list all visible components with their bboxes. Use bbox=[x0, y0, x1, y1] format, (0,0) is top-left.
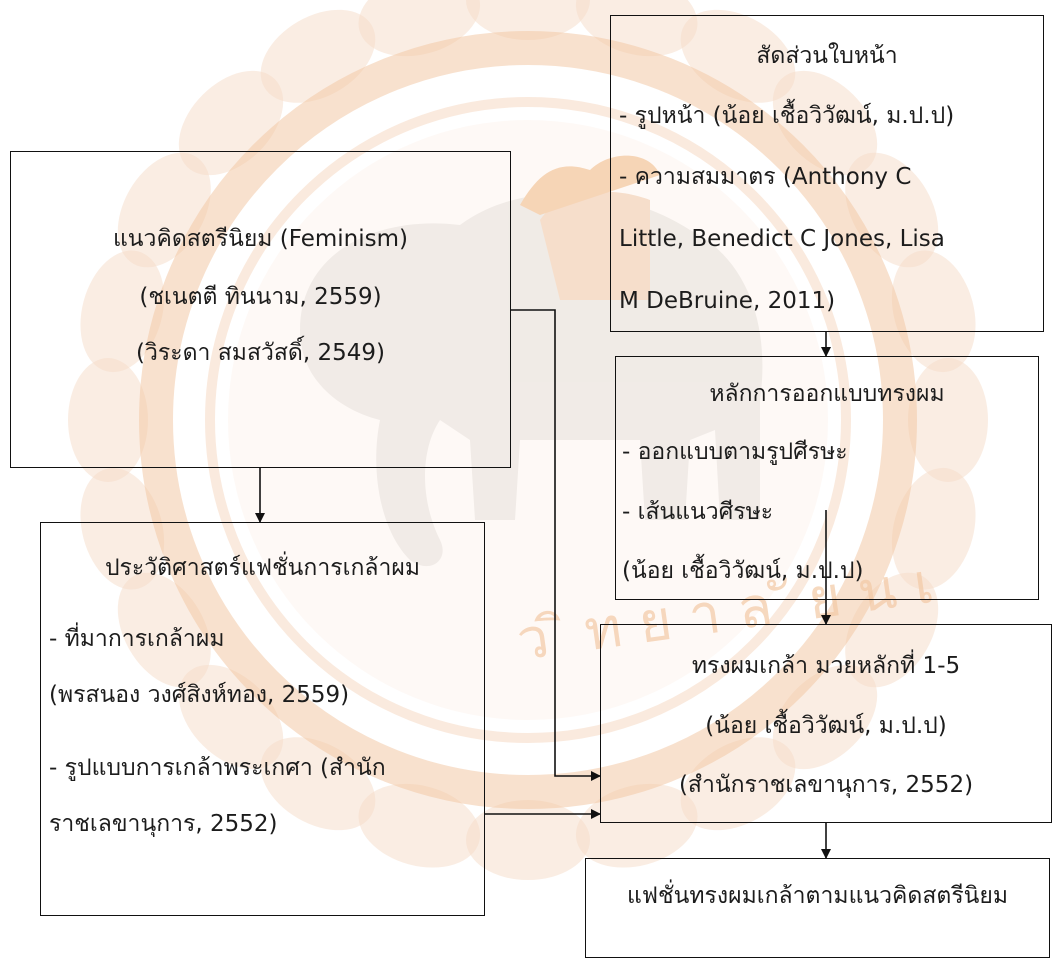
citation: ราชเลขานุการ, 2552) bbox=[49, 811, 278, 837]
seal-petal bbox=[575, 783, 698, 868]
citation: (น้อย เชื้อวิวัฒน์, ม.ป.ป) bbox=[622, 558, 864, 584]
university-seal-watermark: ว ิ ท ย า ล ั ย น เ bbox=[68, 0, 988, 880]
bullet-item: - ที่มาการเกล้าผม bbox=[49, 626, 225, 652]
box-title: ทรงผมเกล้า มวยหลักที่ 1-5 bbox=[691, 653, 961, 679]
arrow-feminism-to-updo bbox=[511, 309, 601, 781]
box-title: หลักการออกแบบทรงผม bbox=[709, 381, 945, 407]
bullet-item: - ออกแบบตามรูปศีรษะ bbox=[622, 439, 848, 465]
seal-petal bbox=[68, 358, 148, 482]
seal-petal bbox=[358, 783, 481, 868]
face-proportion-box: สัดส่วนใบหน้า - รูปหน้า (น้อย เชื้อวิวัฒ… bbox=[610, 15, 1044, 332]
connector-lines bbox=[255, 309, 831, 859]
citation: Little, Benedict C Jones, Lisa bbox=[619, 226, 945, 252]
hair-design-principles-box: หลักการออกแบบทรงผม - ออกแบบตามรูปศีรษะ -… bbox=[615, 356, 1039, 600]
citation: (วิระดา สมสวัสดิ์, 2549) bbox=[135, 340, 385, 366]
box-title: สัดส่วนใบหน้า bbox=[756, 43, 898, 69]
feminism-concept-box: แนวคิดสตรีนิยม (Feminism) (ชเนตตี ทินนาม… bbox=[10, 151, 511, 468]
bullet-item: - ความสมมาตร (Anthony C bbox=[619, 164, 912, 190]
seal-petal bbox=[466, 0, 590, 40]
elephant-icon bbox=[300, 155, 763, 567]
citation: (สำนักราชเลขานุการ, 2552) bbox=[678, 772, 974, 798]
citation: (น้อย เชื้อวิวัฒน์, ม.ป.ป) bbox=[705, 713, 947, 739]
seal-petal bbox=[891, 250, 976, 373]
bullet-item: - เส้นแนวศีรษะ bbox=[622, 499, 774, 525]
updo-hairstyles-box: ทรงผมเกล้า มวยหลักที่ 1-5 (น้อย เชื้อวิว… bbox=[600, 624, 1052, 823]
seal-petal bbox=[358, 0, 481, 57]
seal-petal bbox=[908, 358, 988, 482]
seal-petal bbox=[466, 800, 590, 880]
citation: (พรสนอง วงศ์สิงห์ทอง, 2559) bbox=[49, 682, 350, 708]
box-title: ประวัติศาสตร์แฟชั่นการเกล้าผม bbox=[104, 555, 421, 581]
result-box: แฟชั่นทรงผมเกล้าตามแนวคิดสตรีนิยม bbox=[585, 858, 1050, 958]
seal-petal bbox=[575, 0, 698, 57]
box-title: แนวคิดสตรีนิยม (Feminism) bbox=[112, 226, 408, 252]
seal-petal bbox=[80, 467, 165, 590]
seal-petal bbox=[80, 250, 165, 373]
bullet-item: - รูปแบบการเกล้าพระเกศา (สำนัก bbox=[49, 755, 386, 781]
citation: M DeBruine, 2011) bbox=[619, 288, 836, 314]
citation: (ชเนตตี ทินนาม, 2559) bbox=[139, 284, 382, 310]
bullet-item: - รูปหน้า (น้อย เชื้อวิวัฒน์, ม.ป.ป) bbox=[619, 103, 955, 129]
box-title: แฟชั่นทรงผมเกล้าตามแนวคิดสตรีนิยม bbox=[626, 883, 1009, 909]
hair-history-box: ประวัติศาสตร์แฟชั่นการเกล้าผม - ที่มาการ… bbox=[40, 522, 485, 916]
seal-petal bbox=[891, 467, 976, 590]
